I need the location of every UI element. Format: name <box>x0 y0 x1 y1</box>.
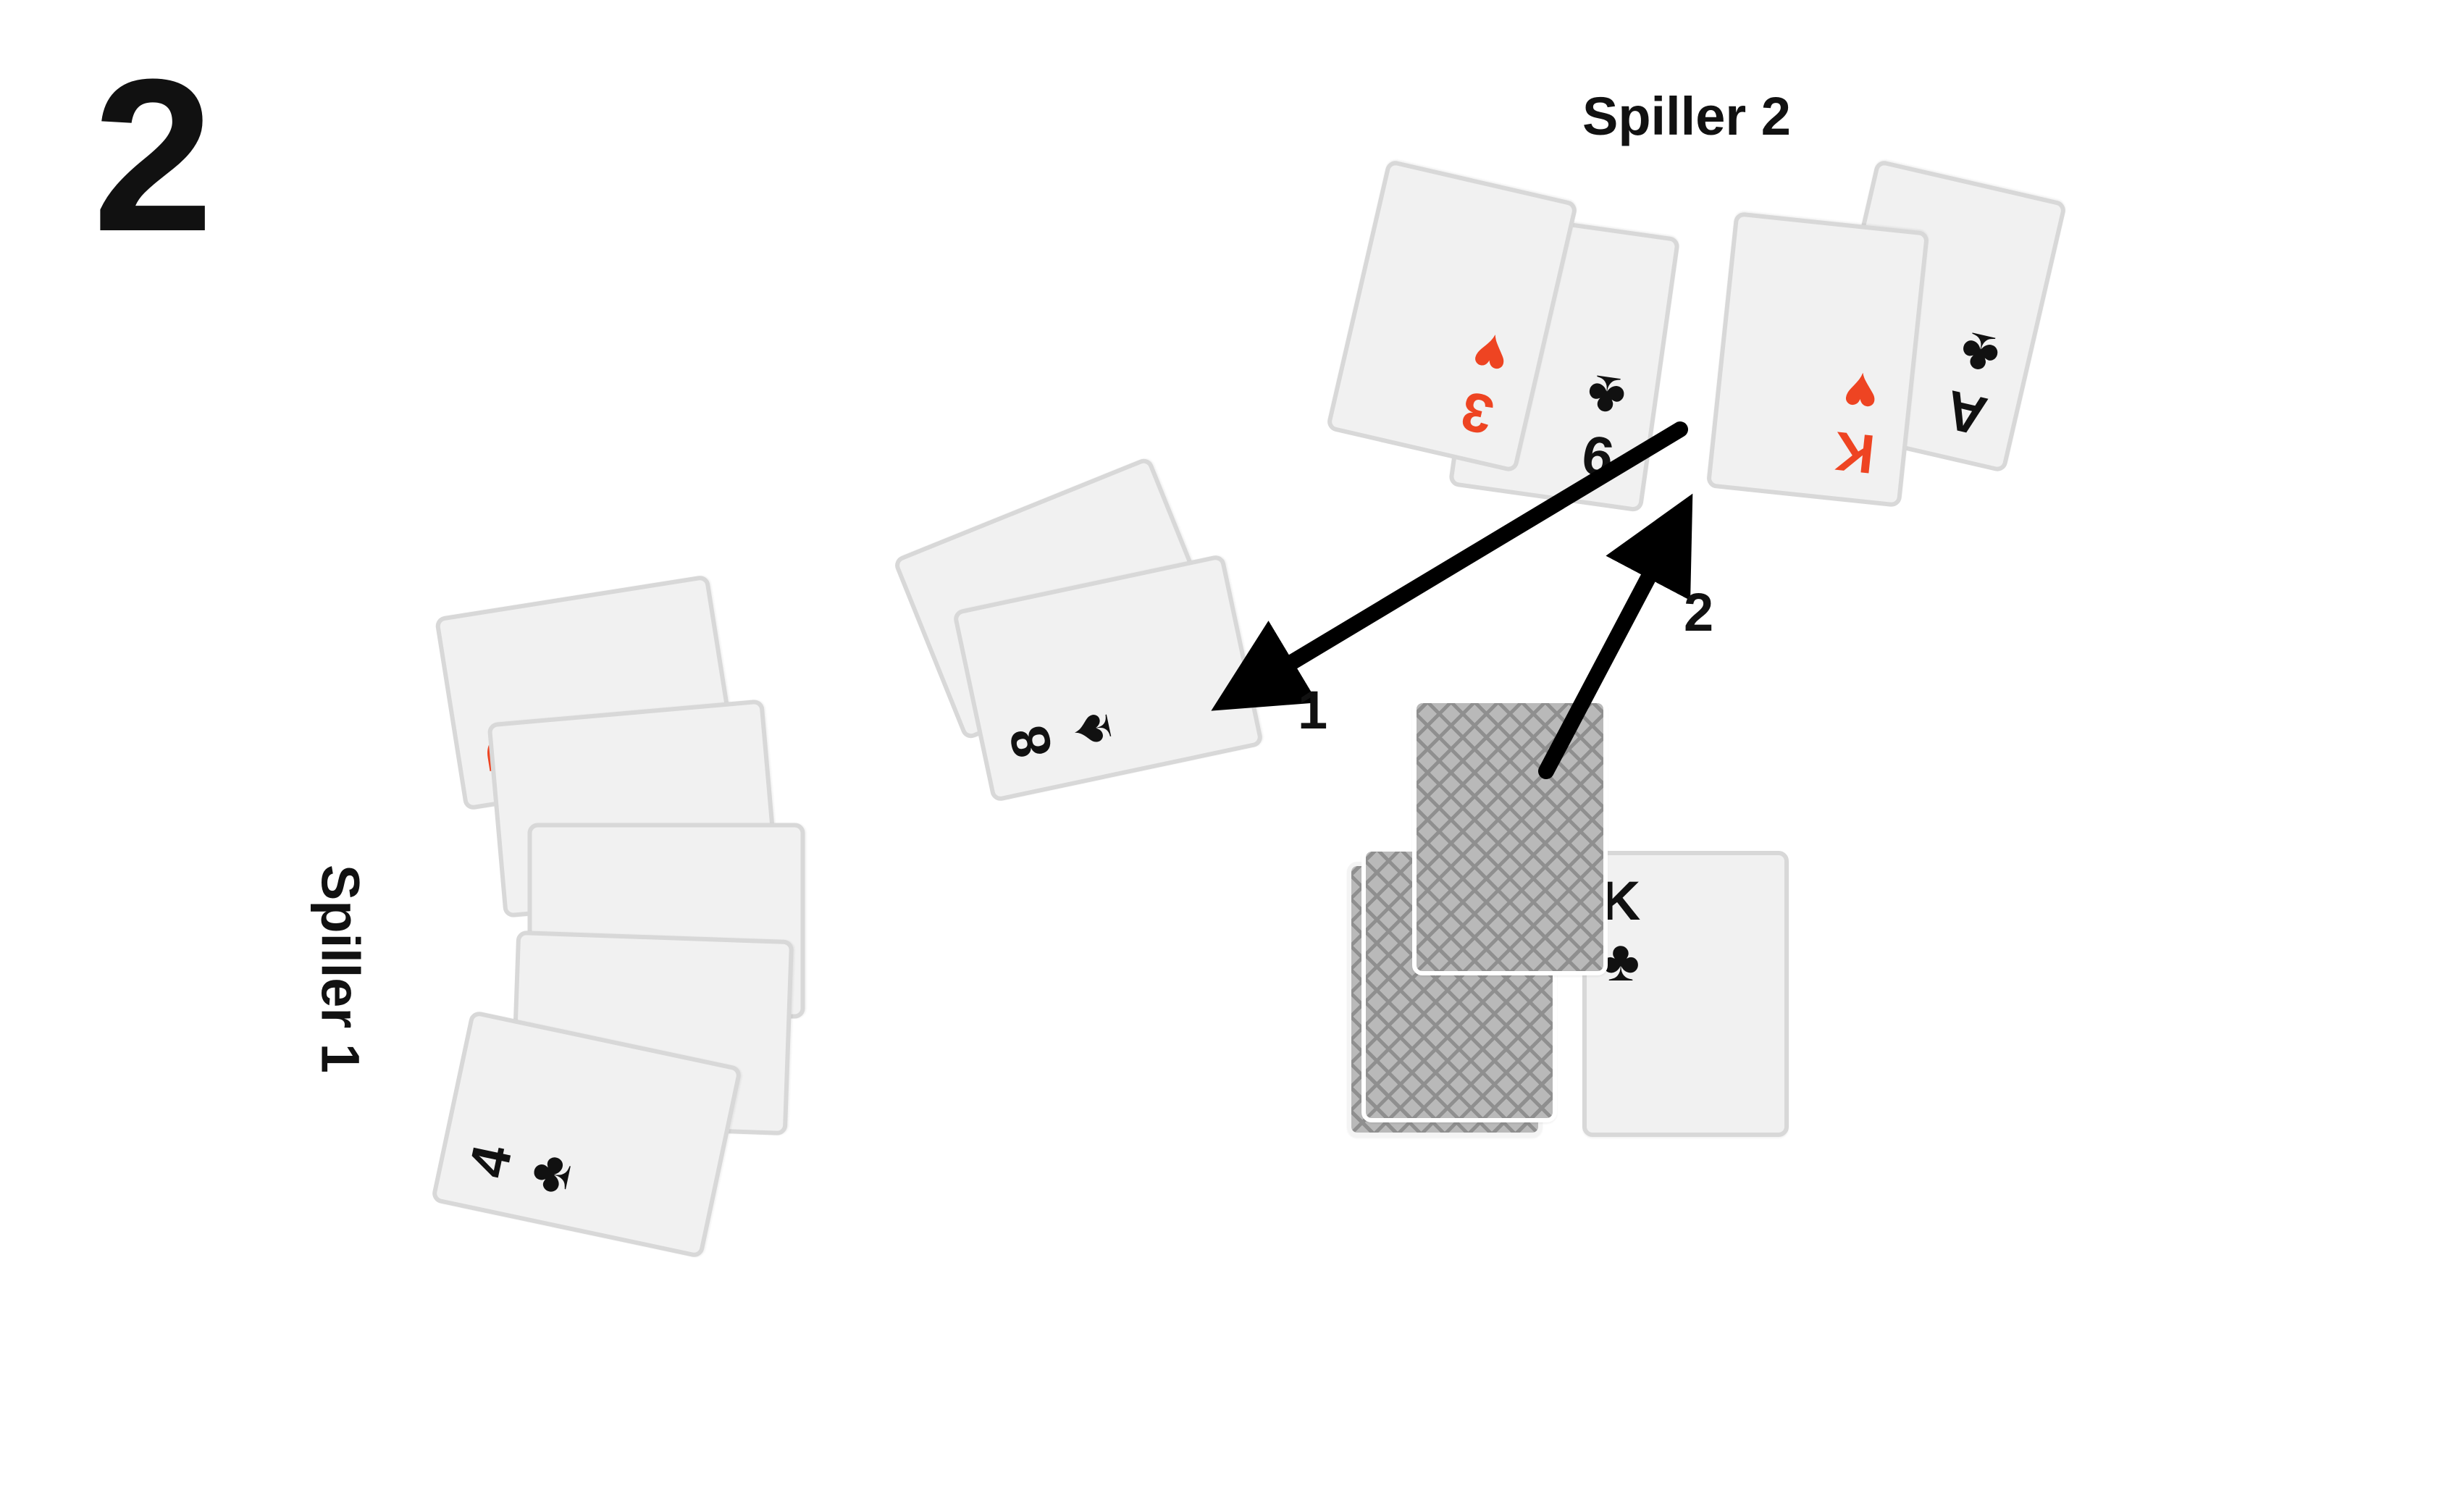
drawn-card-back <box>1412 699 1608 975</box>
player2-label: Spiller 2 <box>1582 86 1791 146</box>
arrow-1 <box>1211 421 1688 711</box>
club-icon: ♣ <box>1601 928 1640 993</box>
arrow-2 <box>1538 493 1693 779</box>
discard-card: K♣ <box>1582 851 1789 1137</box>
arrow-2-label: 2 <box>1684 582 1714 642</box>
step-number: 2 <box>93 33 214 277</box>
arrow-1-label: 1 <box>1298 680 1328 740</box>
